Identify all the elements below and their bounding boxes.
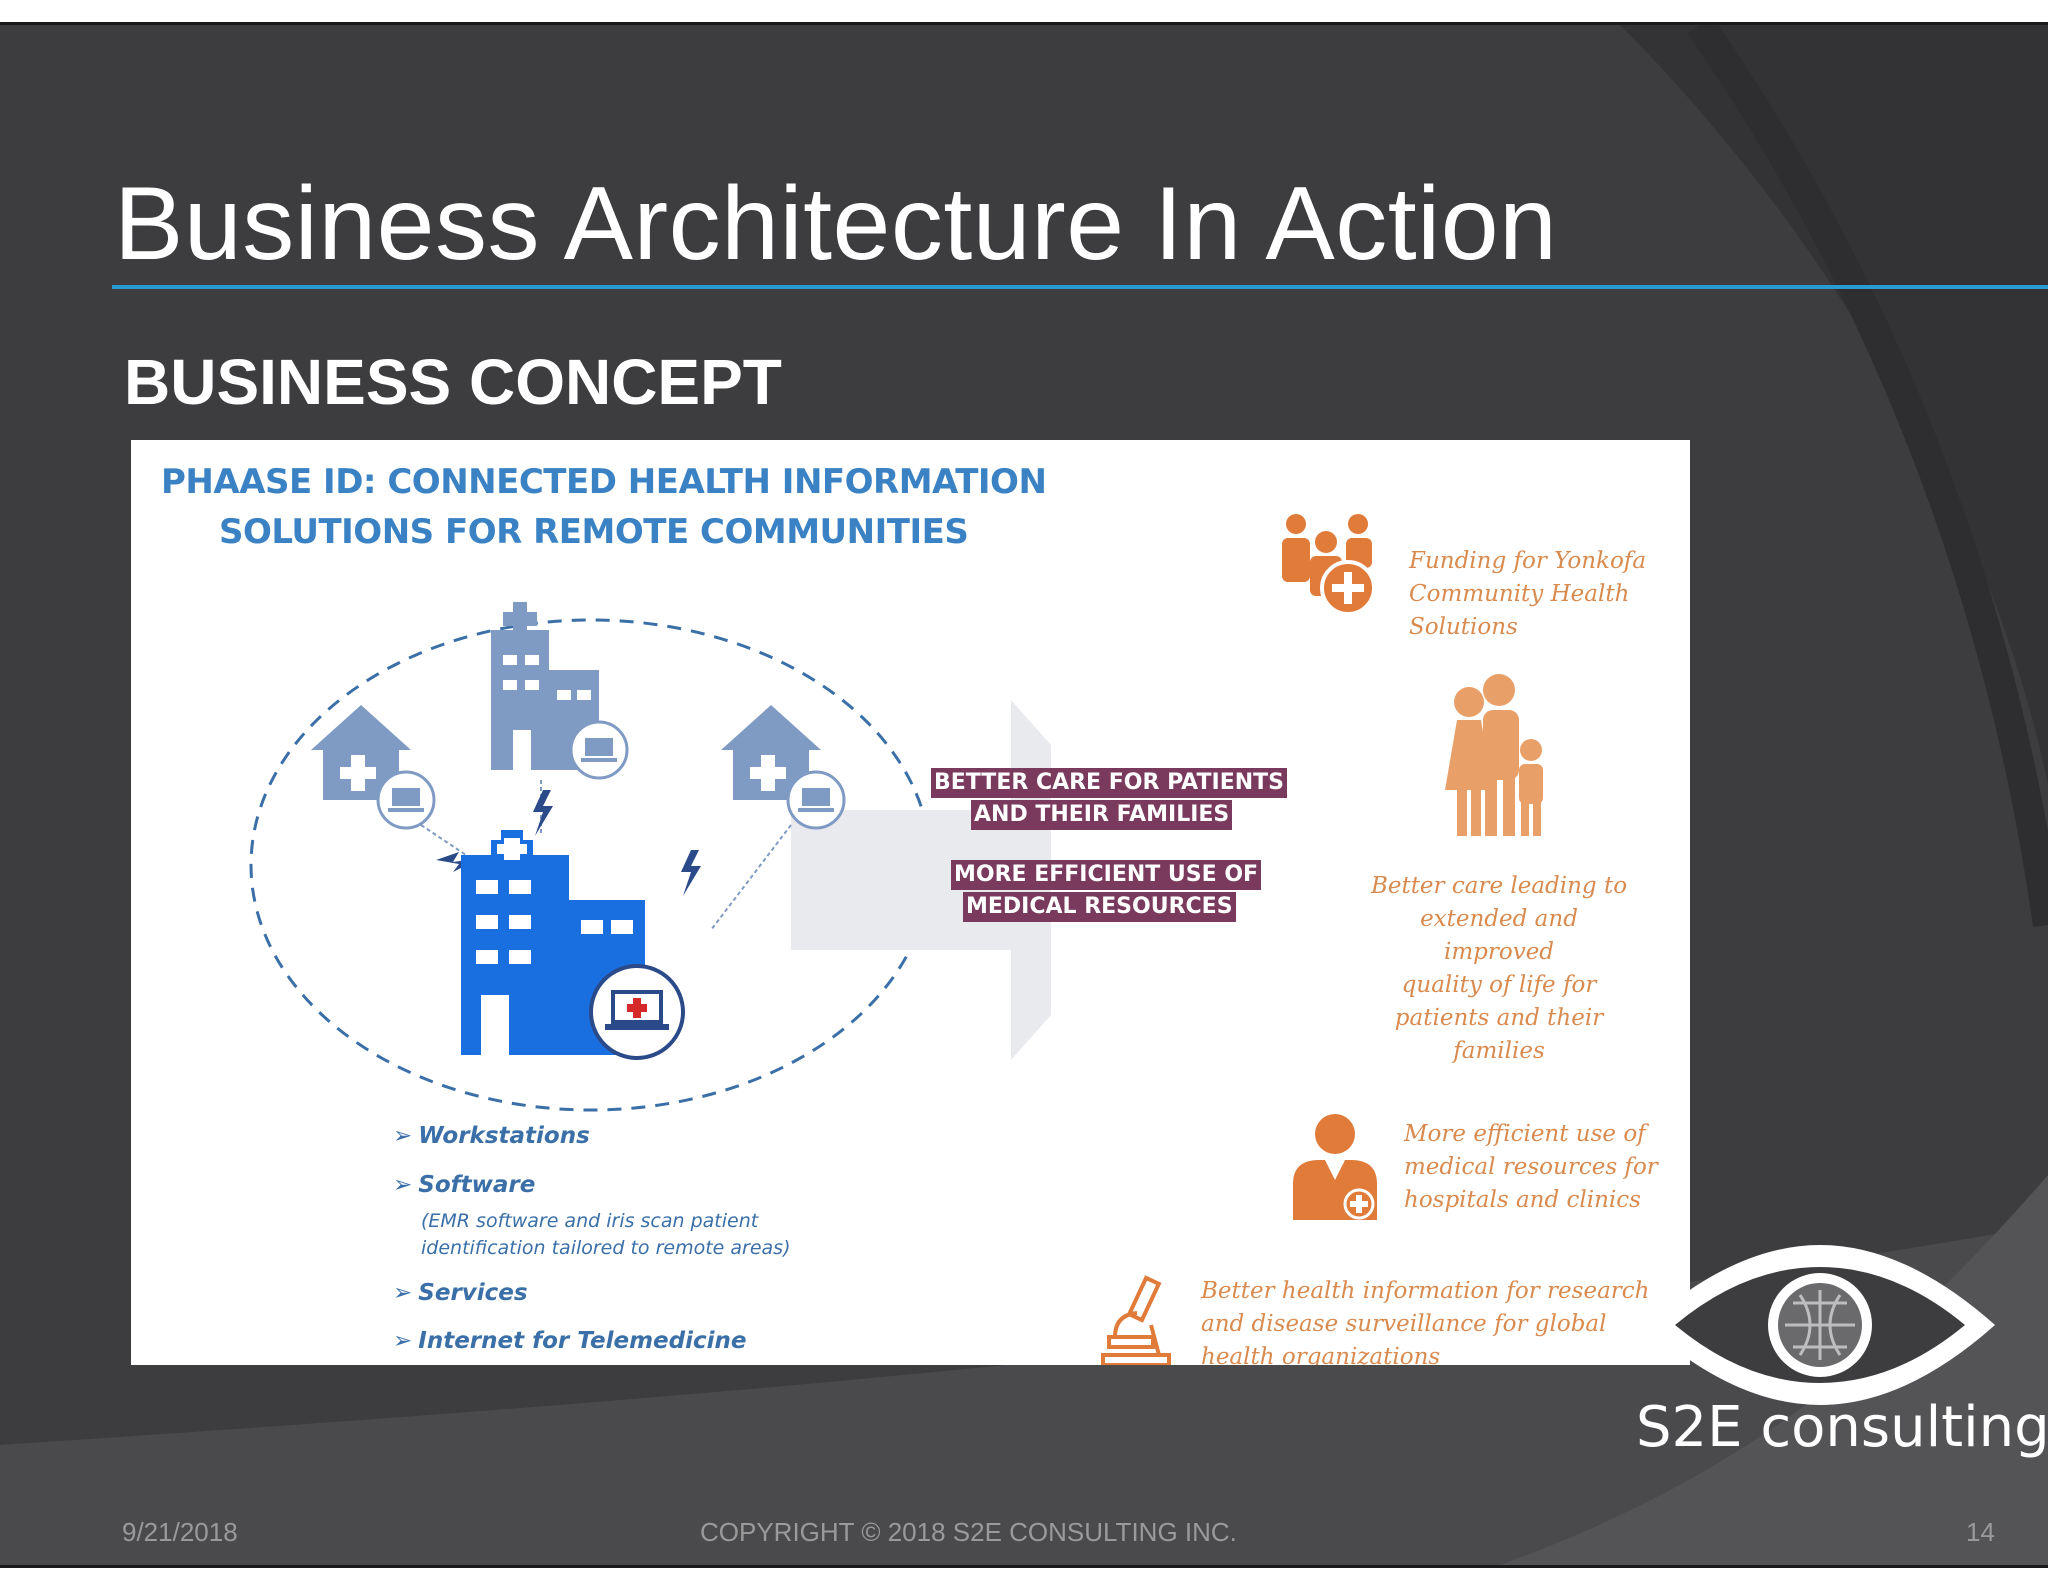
tag-efficient-use-line2: MEDICAL RESOURCES: [963, 892, 1236, 922]
eye-globe-icon: [1645, 1245, 1995, 1405]
benefit-research: Better health information for research a…: [1201, 1278, 1650, 1365]
slide-subtitle: BUSINESS CONCEPT: [124, 346, 782, 418]
network-diagram: [249, 602, 1051, 1112]
benefit-resources: More efficient use of medical resources …: [1404, 1121, 1658, 1213]
tag-better-care-line2: AND THEIR FAMILIES: [971, 800, 1233, 830]
logo-text: S2E consulting: [1636, 1395, 2048, 1460]
component-item: ➢Workstations: [393, 1123, 590, 1149]
tag-better-care-line1: BETTER CARE FOR PATIENTS: [931, 768, 1287, 798]
phase-title-line1: PHAASE ID: CONNECTED HEALTH INFORMATION: [161, 462, 1047, 502]
software-note-line2: identification tailored to remote areas): [421, 1237, 791, 1259]
slide-title: Business Architecture In Action: [114, 166, 1558, 282]
doctor-icon: [1293, 1114, 1377, 1220]
footer-page-number: 14: [1966, 1517, 1995, 1547]
family-icon: [1445, 674, 1543, 836]
software-note-line1: (EMR software and iris scan patient: [421, 1210, 759, 1232]
community-health-icon: [1282, 514, 1376, 616]
clinic-icon: [311, 705, 411, 800]
tag-efficient-use-line1: MORE EFFICIENT USE OF: [951, 860, 1262, 890]
slide: Business Architecture In Action BUSINESS…: [0, 22, 2048, 1568]
title-underline: [112, 285, 2048, 289]
phase-title-line2: SOLUTIONS FOR REMOTE COMMUNITIES: [219, 512, 969, 552]
component-item: ➢Internet for Telemedicine: [393, 1328, 747, 1354]
component-item: ➢Services: [393, 1280, 528, 1306]
microscope-icon: [1101, 1275, 1171, 1365]
lightning-icon: [681, 850, 701, 896]
benefit-care: Better care leading to extended and impr…: [1370, 873, 1628, 1064]
lightning-icon: [533, 790, 553, 836]
benefit-funding: Funding for Yonkofa Community Health Sol…: [1409, 548, 1647, 640]
lightning-icon: [436, 852, 481, 872]
clinic-icon: [721, 705, 821, 800]
footer-copyright: COPYRIGHT © 2018 S2E CONSULTING INC.: [700, 1517, 1237, 1547]
concept-panel: PHAASE ID: CONNECTED HEALTH INFORMATION …: [131, 440, 1690, 1365]
component-item: ➢Software: [393, 1172, 536, 1198]
footer-date: 9/21/2018: [122, 1517, 238, 1547]
